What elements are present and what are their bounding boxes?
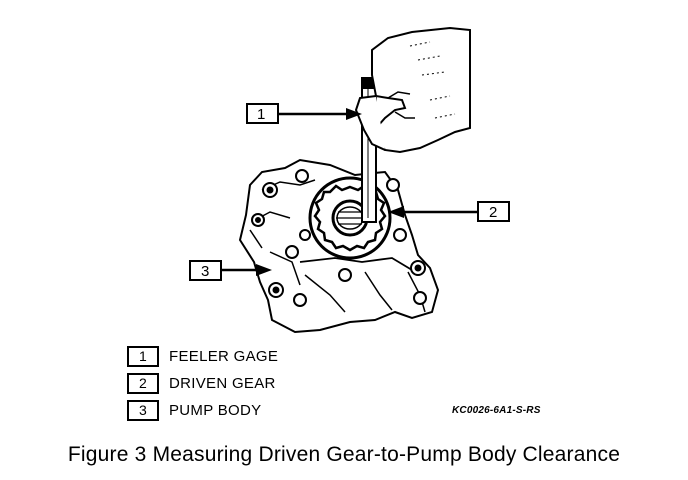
legend-item-1: 1 FEELER GAGE — [127, 346, 278, 367]
legend-number-box: 3 — [127, 400, 159, 421]
legend-label: DRIVEN GEAR — [169, 375, 276, 392]
figure-code: KC0026-6A1-S-RS — [452, 405, 541, 416]
figure-caption: Figure 3 Measuring Driven Gear-to-Pump B… — [67, 443, 621, 466]
callout-1-number: 1 — [257, 106, 265, 123]
callout-2: 2 — [388, 201, 510, 222]
legend-item-2: 2 DRIVEN GEAR — [127, 373, 276, 394]
callout-2-number: 2 — [489, 204, 497, 221]
legend-number-box: 1 — [127, 346, 159, 367]
hand — [354, 26, 471, 154]
legend-item-3: 3 PUMP BODY — [127, 400, 261, 421]
legend-label: FEELER GAGE — [169, 348, 279, 365]
legend-label: PUMP BODY — [169, 402, 262, 419]
legend-number-box: 2 — [127, 373, 159, 394]
driven-gear — [308, 176, 392, 260]
callout-3: 3 — [189, 260, 272, 281]
callout-3-number: 3 — [201, 263, 209, 280]
callout-1: 1 — [246, 103, 362, 124]
